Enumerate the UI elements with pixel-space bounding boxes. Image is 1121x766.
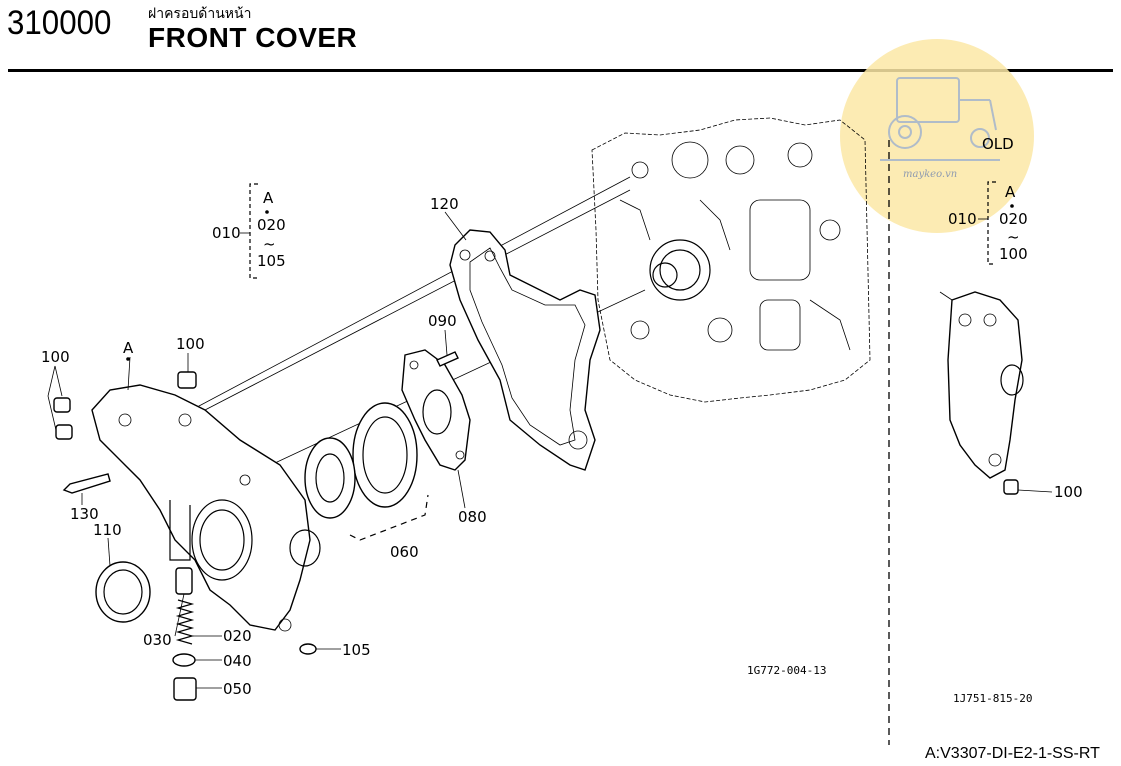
header-divider xyxy=(8,69,1113,72)
old-label: OLD xyxy=(982,135,1014,153)
leader-line xyxy=(134,176,631,441)
gasket-120 xyxy=(449,229,601,471)
callout-130: 130 xyxy=(70,505,99,523)
set-from-right: 020 xyxy=(999,210,1028,228)
relief-valve-030 xyxy=(175,567,193,595)
leader-line xyxy=(204,189,631,411)
callout-040: 040 xyxy=(223,652,252,670)
set-bracket-left xyxy=(240,183,269,279)
spring-020 xyxy=(175,599,195,645)
watermark-text: maykeo.vn xyxy=(903,169,957,180)
set-to: 105 xyxy=(257,252,286,270)
watermark-logo: maykeo.vn xyxy=(840,39,1034,233)
callout-050: 050 xyxy=(223,680,252,698)
drawing-number-right: 1J751-815-20 xyxy=(953,692,1032,705)
callout-120: 120 xyxy=(430,195,459,213)
set-bracket-right xyxy=(978,181,1014,265)
callout-020: 020 xyxy=(223,627,252,645)
model-reference: A:V3307-DI-E2-1-SS-RT xyxy=(925,745,1100,762)
engine-block xyxy=(591,117,871,403)
plug-050 xyxy=(173,677,197,701)
set-group-right: 010 xyxy=(948,210,977,228)
set-from: 020 xyxy=(257,216,286,234)
section-title: FRONT COVER xyxy=(148,22,358,53)
callout-100-right: 100 xyxy=(1054,483,1083,501)
front-cover-body xyxy=(91,384,321,632)
callout-leaders xyxy=(47,211,467,689)
bolt-130 xyxy=(62,473,111,494)
set-label-a: A xyxy=(263,189,274,207)
set-label-a-right: A xyxy=(1005,183,1016,201)
callout-080: 080 xyxy=(458,508,487,526)
callout-110: 110 xyxy=(93,521,122,539)
drawing-number-left: 1G772-004-13 xyxy=(747,664,826,677)
section-code: 310000 xyxy=(7,4,112,42)
callout-030: 030 xyxy=(143,631,172,649)
set-to-right: 100 xyxy=(999,245,1028,263)
plug-100-left xyxy=(53,397,73,440)
callout-a: A xyxy=(123,339,134,357)
plug-100-top xyxy=(177,371,197,389)
callout-100: 100 xyxy=(176,335,205,353)
washer-040 xyxy=(172,653,196,667)
set-tilde: ~ xyxy=(263,235,276,253)
callout-090: 090 xyxy=(428,312,457,330)
callout-105: 105 xyxy=(342,641,371,659)
old-cover-part xyxy=(939,291,1053,495)
oil-seal-110 xyxy=(95,561,151,623)
set-group: 010 xyxy=(212,224,241,242)
callout-060: 060 xyxy=(390,543,419,561)
screw-090 xyxy=(436,351,459,367)
set-tilde-right: ~ xyxy=(1007,228,1020,246)
rotor-060 xyxy=(304,402,429,541)
section-title-thai: ฝาครอบด้านหน้า xyxy=(148,6,252,22)
o-ring-105 xyxy=(299,643,317,655)
callout-100: 100 xyxy=(41,348,70,366)
